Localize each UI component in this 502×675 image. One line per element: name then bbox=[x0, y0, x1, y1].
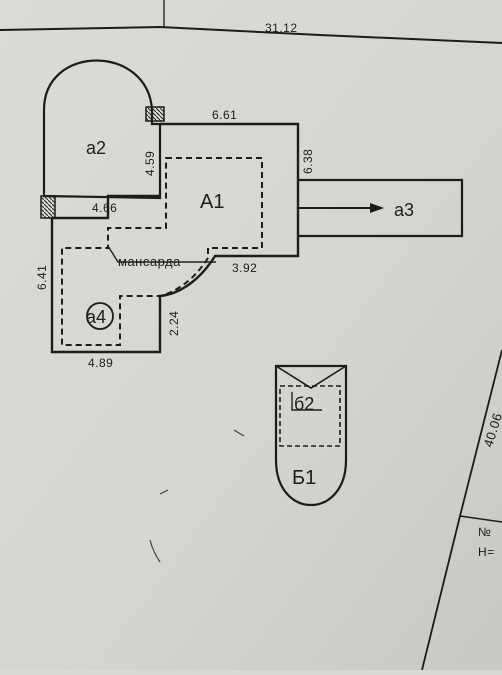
dimension-inner-step: 2.24 bbox=[167, 311, 181, 336]
top-dimension-label: 31.12 bbox=[265, 21, 298, 35]
label-a2: а2 bbox=[86, 138, 106, 158]
parcel-marker-height: Н= bbox=[478, 545, 495, 559]
dimension-bottom-edge: 4.89 bbox=[88, 356, 113, 370]
mansard-dashed-outline bbox=[61, 157, 263, 346]
a3-arrow-head bbox=[370, 203, 384, 213]
b2-dashed-outline bbox=[279, 385, 341, 447]
top-boundary-line bbox=[0, 25, 502, 44]
parcel-marker-line bbox=[459, 515, 502, 523]
b1-roof-lines bbox=[275, 365, 347, 389]
mansard-leader-line bbox=[107, 245, 216, 263]
a4-circle-marker bbox=[86, 302, 114, 330]
dimension-a2-height: 4.59 bbox=[143, 151, 157, 176]
dimension-right-edge: 6.38 bbox=[301, 149, 315, 174]
stray-mark bbox=[159, 489, 169, 495]
main-building-outline bbox=[50, 122, 300, 354]
dimension-top-edge: 6.61 bbox=[212, 108, 237, 122]
a2-side-steps bbox=[40, 195, 56, 219]
stray-mark bbox=[149, 539, 161, 563]
dimension-a2-bottom: 4.66 bbox=[92, 201, 117, 215]
label-b2: б2 bbox=[294, 394, 314, 414]
annex-a3-outline bbox=[298, 178, 464, 238]
label-main-a1: А1 bbox=[200, 191, 224, 213]
dimension-left-wall: 6.41 bbox=[35, 265, 49, 290]
mansard-label: мансарда bbox=[118, 254, 181, 269]
label-b1: Б1 bbox=[292, 467, 316, 489]
label-a4: а4 bbox=[86, 307, 106, 327]
stray-mark bbox=[233, 429, 245, 437]
dimension-notch: 3.92 bbox=[232, 261, 257, 275]
a2-porch-steps bbox=[145, 106, 165, 122]
b2-leader-line bbox=[291, 392, 322, 411]
parcel-marker-number: № bbox=[478, 525, 491, 539]
building-b1-outline bbox=[274, 364, 348, 507]
label-a3: а3 bbox=[394, 200, 414, 220]
